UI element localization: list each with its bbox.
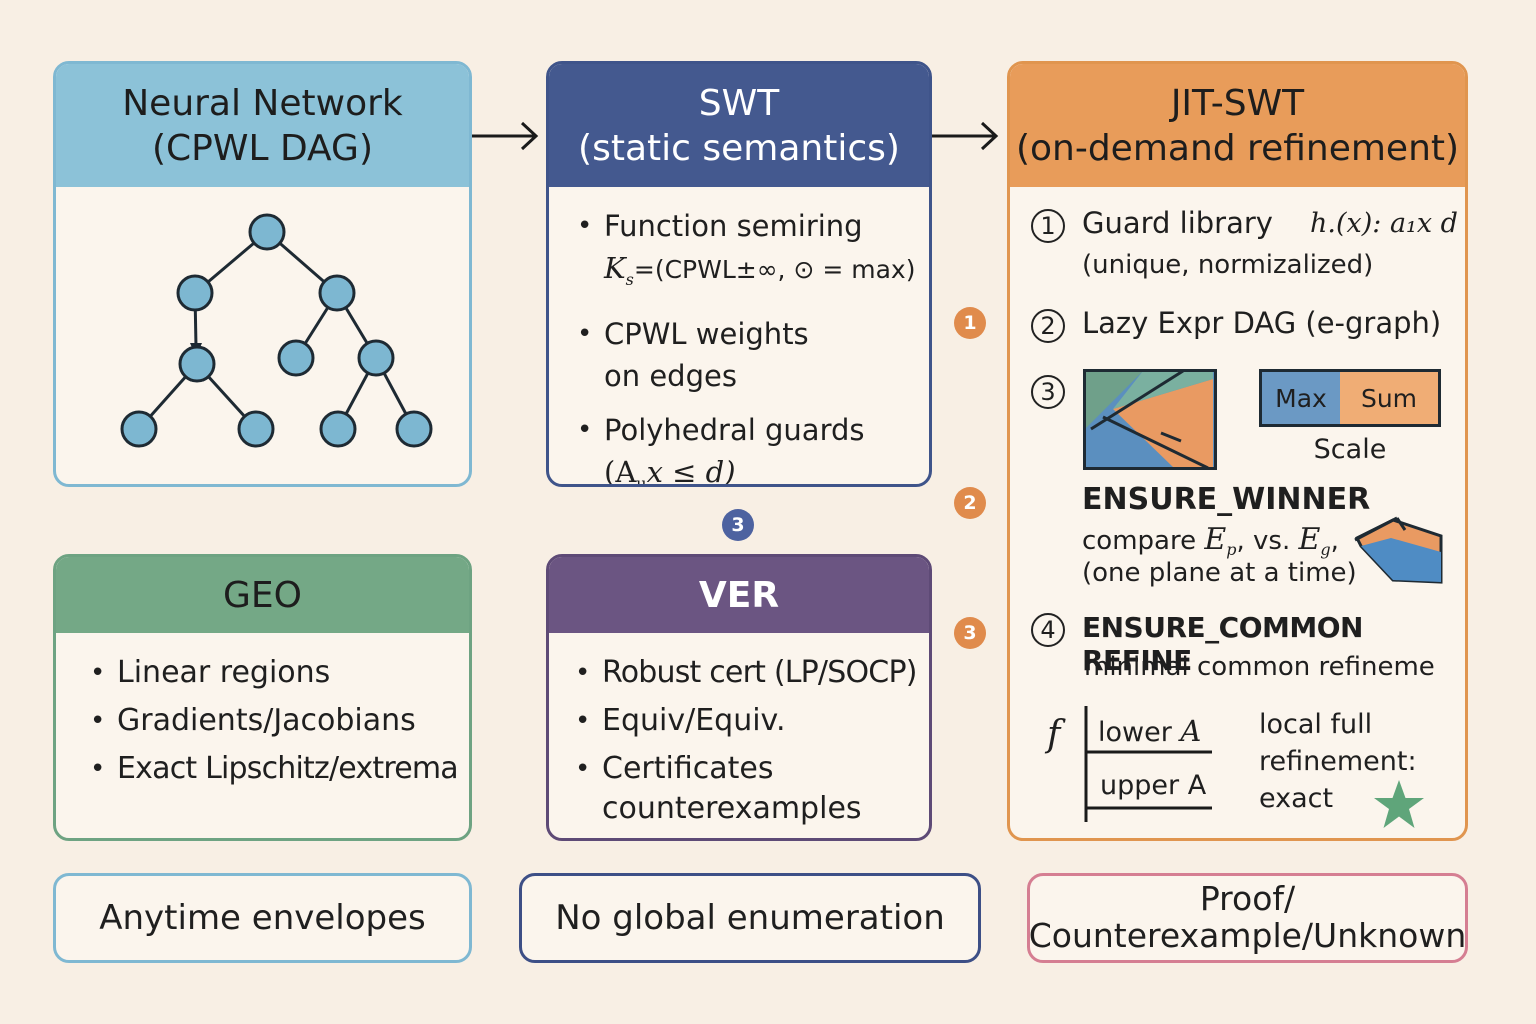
step-badge-2: 2 xyxy=(954,487,986,519)
geo-bullet: Linear regions xyxy=(90,649,458,697)
swt-bullet-semiring: Function semiring Ks=(CPWL±∞, ⊙ = max) xyxy=(577,205,924,301)
ver-card: VER Robust cert (LP/SOCP) Equiv/Equiv. C… xyxy=(546,554,932,841)
tree-graph-icon xyxy=(120,213,433,448)
geo-title: GEO xyxy=(223,574,302,616)
neural-network-header: Neural Network (CPWL DAG) xyxy=(56,64,469,187)
tree-node xyxy=(176,274,214,312)
guard-formula: h.(x): a₁x d xyxy=(1310,208,1458,239)
minimal-common-note: minimal common refineme xyxy=(1084,652,1435,682)
step-badge-center: 3 xyxy=(722,509,754,541)
bounds-axes xyxy=(1084,706,1212,822)
sum-segment: Sum xyxy=(1340,372,1438,424)
ensure-winner-label: ENSURE_WINNER xyxy=(1082,482,1371,517)
lower-bound-label: lower A xyxy=(1098,714,1202,748)
neural-network-title: Neural Network xyxy=(122,82,403,124)
f-symbol: f xyxy=(1047,714,1061,755)
step-number-4: 4 xyxy=(1031,613,1065,647)
no-global-enumeration-box: No global enumeration xyxy=(519,873,981,963)
ver-bullet-list: Robust cert (LP/SOCP) Equiv/Equiv. Certi… xyxy=(575,649,917,829)
jit-swt-subtitle: (on-demand refinement) xyxy=(1015,127,1460,169)
step-badge-3: 3 xyxy=(954,617,986,649)
anytime-envelopes-box: Anytime envelopes xyxy=(53,873,472,963)
ensure-common-refine-label: ENSURE_COMMON REFINE xyxy=(1082,611,1363,677)
arrow-right-icon xyxy=(932,121,999,151)
jit-swt-card: JIT-SWT (on-demand refinement) 1 Guard l… xyxy=(1007,61,1468,841)
step-number-1: 1 xyxy=(1031,209,1065,243)
swt-title: SWT xyxy=(698,82,780,124)
upper-bound-label: upper A xyxy=(1100,770,1207,801)
ver-bullet: Robust cert (LP/SOCP) xyxy=(575,649,917,697)
ver-title: VER xyxy=(698,574,780,616)
tree-node xyxy=(319,410,357,448)
tree-node xyxy=(248,213,286,251)
guard-library-note: (unique, normizalized) xyxy=(1082,250,1374,280)
step-number-2: 2 xyxy=(1031,309,1065,343)
guard-library-label: Guard library xyxy=(1082,206,1273,240)
swt-header: SWT (static semantics) xyxy=(549,64,929,187)
step-badge-1: 1 xyxy=(954,307,986,339)
star-icon xyxy=(1374,780,1424,828)
step-number-3: 3 xyxy=(1031,375,1065,409)
tree-node xyxy=(120,410,158,448)
swt-card: SWT (static semantics) Function semiring… xyxy=(546,61,932,487)
tree-node xyxy=(237,410,275,448)
geo-header: GEO xyxy=(56,557,469,633)
tree-node xyxy=(178,345,216,383)
max-sum-scale-box: Max Sum xyxy=(1259,369,1441,427)
ver-header: VER xyxy=(549,557,929,633)
plane-cut-icon xyxy=(1354,516,1443,584)
max-segment: Max xyxy=(1262,372,1340,424)
geo-bullet: Gradients/Jacobians xyxy=(90,697,458,745)
one-plane-note: (one plane at a time) xyxy=(1082,558,1357,588)
jit-swt-header: JIT-SWT (on-demand refinement) xyxy=(1010,64,1465,187)
jit-swt-title: JIT-SWT xyxy=(1170,82,1305,124)
outcome-line2: Counterexample/Unknown xyxy=(1028,916,1467,955)
ver-bullet: Equiv/Equiv. xyxy=(575,697,917,745)
neural-network-card: Neural Network (CPWL DAG) xyxy=(53,61,472,487)
outcome-box: Proof/ Counterexample/Unknown xyxy=(1027,873,1468,963)
swt-subtitle: (static semantics) xyxy=(578,127,900,169)
geo-card: GEO Linear regions Gradients/Jacobians E… xyxy=(53,554,472,841)
scale-label: Scale xyxy=(1313,434,1387,465)
local-refinement-note: local full refinement: exact xyxy=(1259,709,1417,814)
tree-node xyxy=(395,410,433,448)
ver-bullet: Certificates counterexamples xyxy=(575,749,917,829)
tree-node xyxy=(357,339,395,377)
arrow-right-icon xyxy=(472,121,539,151)
swt-bullet-guards: Polyhedral guards (Aux ≤ d) xyxy=(577,409,924,484)
outcome-line1: Proof/ xyxy=(1199,879,1296,919)
tree-node xyxy=(318,274,356,312)
neural-network-subtitle: (CPWL DAG) xyxy=(151,127,373,169)
swt-bullet-weights: CPWL weights on edges xyxy=(577,313,924,397)
compare-line: compare Ep, vs. Eg, xyxy=(1082,522,1339,560)
geo-bullet: Exact Lipschitz/extrema xyxy=(90,745,459,793)
lazy-expr-dag-label: Lazy Expr DAG (e-graph) xyxy=(1082,306,1442,340)
tree-node xyxy=(277,339,315,377)
region-partition-icon xyxy=(1083,369,1217,470)
geo-bullet-list: Linear regions Gradients/Jacobians Exact… xyxy=(90,649,459,793)
swt-bullet-list: Function semiring Ks=(CPWL±∞, ⊙ = max) C… xyxy=(577,205,924,484)
